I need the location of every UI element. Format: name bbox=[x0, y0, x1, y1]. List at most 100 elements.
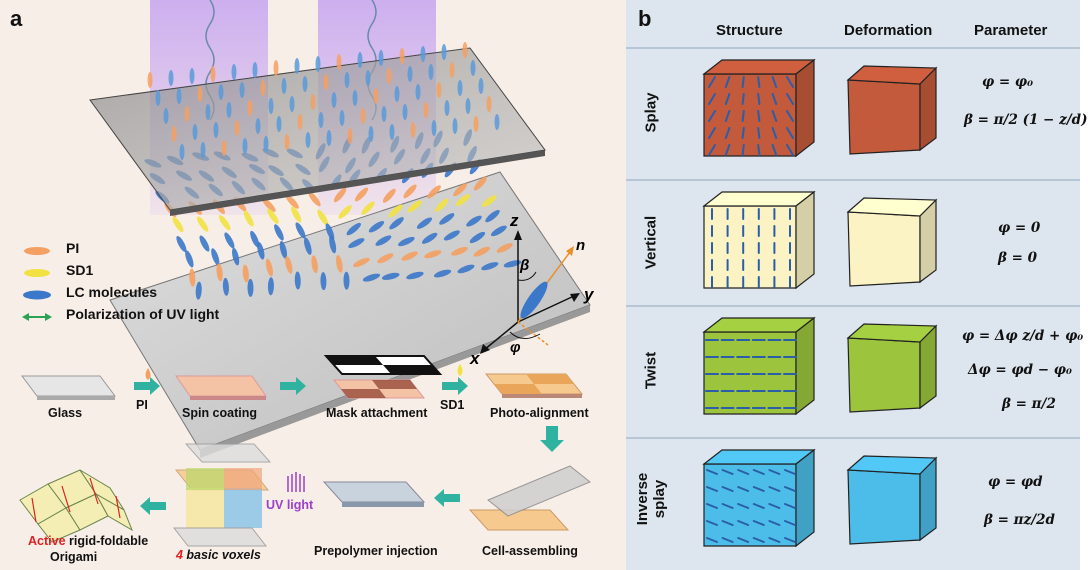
structure-molecule bbox=[708, 93, 716, 105]
structure-molecule bbox=[771, 110, 778, 122]
active-word: Active bbox=[28, 534, 66, 548]
step-voxels-label: 4 basic voxels bbox=[176, 548, 261, 562]
lc-molecule bbox=[389, 124, 395, 140]
lc-molecule bbox=[360, 108, 366, 124]
structure-molecule bbox=[786, 127, 794, 139]
lc-molecule bbox=[171, 126, 177, 142]
lc-molecule bbox=[503, 260, 522, 268]
inverse-splay-param-phi: φ = φd bbox=[988, 474, 1043, 490]
lc-molecule bbox=[305, 132, 311, 148]
lc-molecule bbox=[399, 48, 405, 64]
lc-molecule bbox=[388, 204, 403, 218]
axis-y-label: y bbox=[583, 285, 595, 304]
setup-illustration: z y x n β φ bbox=[19, 0, 595, 547]
lc-molecule bbox=[255, 118, 261, 134]
structure-molecule bbox=[768, 503, 781, 509]
lc-molecule bbox=[431, 120, 437, 136]
lc-molecule bbox=[441, 44, 447, 60]
structure-molecule bbox=[724, 93, 731, 105]
lc-molecule bbox=[257, 241, 265, 260]
lc-molecule bbox=[415, 84, 421, 100]
structure-molecule bbox=[752, 520, 765, 526]
lc-molecule bbox=[147, 72, 153, 88]
lc-molecule bbox=[304, 237, 312, 255]
lc-molecule bbox=[485, 209, 500, 223]
lc-molecule bbox=[262, 198, 276, 212]
lc-molecule bbox=[496, 243, 513, 253]
structure-molecule bbox=[741, 144, 745, 156]
lc-molecule bbox=[481, 195, 497, 208]
structure-molecule bbox=[737, 469, 750, 475]
deformation-cube-front bbox=[847, 337, 921, 413]
deformation-cube-side bbox=[919, 456, 937, 542]
structure-molecule bbox=[721, 503, 734, 509]
structure-molecule bbox=[741, 93, 745, 105]
lc-molecule bbox=[184, 106, 190, 122]
lc-molecule bbox=[218, 84, 224, 100]
inverse-splay-param-beta: β = πz/2d bbox=[984, 512, 1055, 528]
lc-molecule bbox=[462, 42, 468, 58]
lc-molecule bbox=[435, 198, 449, 212]
structure-molecule bbox=[784, 520, 796, 526]
structure-molecule bbox=[708, 76, 716, 88]
lc-molecule bbox=[401, 251, 418, 261]
lc-molecule bbox=[221, 140, 227, 156]
lc-molecule bbox=[294, 58, 300, 74]
rigid-foldable-word: rigid-foldable bbox=[65, 534, 149, 548]
header-parameter: Parameter bbox=[974, 22, 1048, 39]
structure-cube-side bbox=[795, 190, 815, 290]
structure-molecule bbox=[721, 486, 734, 492]
step-pi-label: PI bbox=[136, 398, 148, 412]
lc-molecule bbox=[343, 271, 350, 290]
lc-molecule bbox=[469, 231, 486, 244]
lc-molecule bbox=[457, 264, 475, 274]
lc-molecule bbox=[410, 122, 416, 138]
lc-molecule bbox=[325, 223, 335, 241]
lc-molecule bbox=[268, 98, 274, 114]
structure-cube-top bbox=[702, 59, 816, 75]
structure-molecule bbox=[706, 520, 718, 526]
deformation-cube-front bbox=[847, 469, 921, 545]
splay-param-beta: β = π/2 (1 − z/d) bbox=[964, 112, 1088, 128]
structure-molecule bbox=[737, 503, 750, 509]
axis-beta-label: β bbox=[519, 257, 529, 274]
lc-molecule bbox=[452, 118, 458, 134]
lc-molecule bbox=[308, 191, 321, 207]
lc-molecule bbox=[423, 102, 429, 118]
structure-cube-side bbox=[795, 316, 815, 416]
step-spin-coating-label: Spin coating bbox=[182, 406, 257, 420]
lc-molecule bbox=[265, 258, 273, 277]
deformation-cube-side bbox=[919, 66, 937, 152]
lc-molecule bbox=[398, 236, 415, 247]
lc-molecule bbox=[481, 262, 499, 271]
lc-molecule bbox=[318, 112, 324, 128]
coordinate-axes bbox=[480, 230, 580, 354]
lc-molecule bbox=[320, 272, 327, 291]
lc-molecule bbox=[260, 80, 266, 96]
lc-molecule bbox=[294, 271, 301, 290]
deformation-cube-front bbox=[847, 211, 921, 287]
lc-molecule bbox=[375, 235, 392, 246]
lc-molecule bbox=[403, 184, 417, 199]
structure-cube-side bbox=[795, 448, 815, 548]
deformation-cube-side bbox=[919, 324, 937, 410]
lc-molecule bbox=[486, 96, 492, 112]
structure-molecule bbox=[706, 537, 718, 543]
structure-molecule bbox=[771, 76, 778, 88]
structure-molecule bbox=[784, 537, 796, 543]
lc-molecule bbox=[406, 271, 424, 280]
structure-molecule bbox=[724, 144, 731, 156]
lc-molecule bbox=[443, 230, 460, 241]
lc-molecule bbox=[189, 268, 196, 287]
structure-molecule bbox=[757, 144, 761, 156]
row-label-vertical: Vertical bbox=[642, 215, 660, 270]
lc-molecule bbox=[402, 104, 408, 120]
lc-molecule bbox=[243, 210, 254, 227]
top-glass-edge bbox=[170, 150, 545, 216]
lc-molecule bbox=[361, 201, 375, 215]
lc-molecule bbox=[333, 187, 347, 203]
top-molecule-field bbox=[147, 42, 500, 160]
header-deformation: Deformation bbox=[844, 22, 933, 39]
lc-molecule bbox=[176, 235, 187, 253]
structure-molecule bbox=[721, 469, 734, 475]
